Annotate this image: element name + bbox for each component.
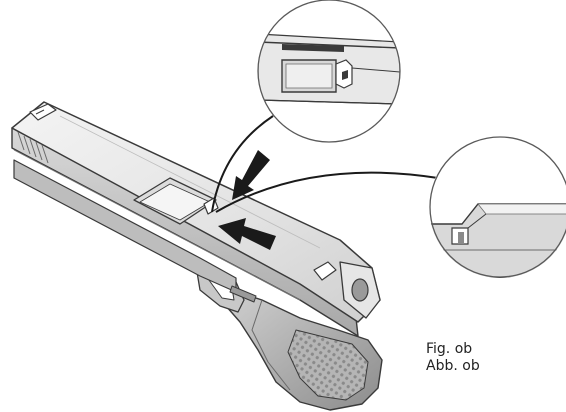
- arrow-left-icon: [218, 218, 276, 250]
- leader-line-right: [215, 171, 439, 213]
- caption-german: Abb. ob: [426, 358, 480, 374]
- barrel-bore: [351, 278, 369, 302]
- caption-english: Fig. ob: [426, 341, 473, 357]
- arrow-down-icon: [232, 150, 270, 200]
- pistol: [11, 101, 383, 411]
- rear-serrations: [17, 131, 49, 164]
- detail-callout-right: [429, 136, 566, 278]
- rear-sight: [29, 103, 57, 121]
- slide-stop-lever: [229, 285, 257, 303]
- leader-line-top: [211, 115, 274, 213]
- detail-callout-top: [257, 0, 401, 143]
- front-sight: [313, 261, 337, 281]
- leader-lines: [211, 115, 439, 213]
- grip-texture: [287, 329, 369, 401]
- figure-caption: Fig. ob Abb. ob: [426, 341, 480, 375]
